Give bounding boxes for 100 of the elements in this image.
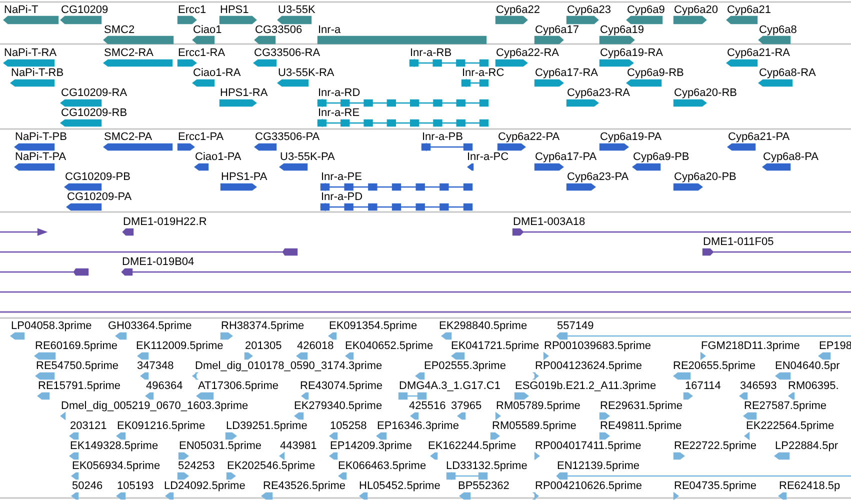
est-label: EN05031.5prime xyxy=(179,440,262,453)
transcript-label: Inr-a-RE xyxy=(318,107,360,120)
gene-label: Cyp6a9 xyxy=(627,4,665,17)
est-label: RE43074.5prime xyxy=(300,380,383,393)
est-label: LP22884.5pr xyxy=(775,440,838,453)
est-label: RP004210626.5prime xyxy=(535,480,642,493)
est-label: HL05452.5prime xyxy=(359,480,440,493)
transcript-label: SMC2-RA xyxy=(104,47,154,60)
est-label: 524253 xyxy=(178,460,215,473)
est-label: RM05789.5prime xyxy=(496,400,580,413)
gene-label: U3-55K xyxy=(278,4,316,17)
gene-label: Inr-a xyxy=(318,24,341,37)
protein-label: SMC2-PA xyxy=(104,131,152,144)
protein-label: Inr-a-PC xyxy=(467,151,509,164)
transcript-label: Cyp6a9-RB xyxy=(627,67,684,80)
est-label: LP04058.3prime xyxy=(11,320,92,333)
gene-label: CG33506 xyxy=(255,24,302,37)
transcript-label: Inr-a-RC xyxy=(462,67,504,80)
est-label: EK279340.5prime xyxy=(294,400,382,413)
gene-label: Cyp6a23 xyxy=(567,4,612,17)
est-label: EK149328.5prime xyxy=(70,440,158,453)
est-label: RP001039683.5prime xyxy=(544,340,652,353)
transcript-label: Ciao1-RA xyxy=(193,67,241,80)
est-label: EK298840.5prime xyxy=(439,320,528,333)
protein-label: CG10209-PA xyxy=(67,191,132,204)
transcript-label: Ercc1-RA xyxy=(178,47,226,60)
gene-label: Cyp6a8 xyxy=(759,24,797,37)
est-label: EK040652.5prime xyxy=(345,340,434,353)
protein-label: Cyp6a19-PA xyxy=(600,131,662,144)
transcript-label: Inr-a-RB xyxy=(410,47,452,60)
est-label: 346593 xyxy=(740,380,777,393)
est-label: EN04640.5pr xyxy=(775,360,840,373)
gene-label: Ercc1 xyxy=(178,4,206,17)
est-label: 105193 xyxy=(117,480,154,493)
est-label: 557149 xyxy=(557,320,594,333)
est-label: 347348 xyxy=(137,360,174,373)
est-label: RE62418.5p xyxy=(779,480,840,493)
est-label: 201305 xyxy=(245,340,282,353)
transcript-label: Cyp6a20-RB xyxy=(674,87,737,100)
gene-label: Cyp6a20 xyxy=(674,4,718,17)
clone-label: DME1-003A18 xyxy=(513,216,586,229)
est-label: EP14209.3prime xyxy=(330,440,412,453)
protein-label: Cyp6a23-PA xyxy=(567,171,629,184)
protein-label: Inr-a-PE xyxy=(321,171,362,184)
est-label: FGM218D11.3prime xyxy=(701,340,800,353)
est-label: RE15791.5prime xyxy=(38,380,121,393)
est-label: 105258 xyxy=(330,420,367,433)
protein-label: Inr-a-PB xyxy=(422,131,463,144)
est-label: 50246 xyxy=(72,480,103,493)
est-label: LD39251.5prime xyxy=(226,420,308,433)
transcript-label: NaPi-T-RA xyxy=(4,47,57,60)
est-label: 203121 xyxy=(70,420,107,433)
est-label: RE43526.5prime xyxy=(263,480,346,493)
transcript-label: Cyp6a22-RA xyxy=(496,47,559,60)
gene-label: HPS1 xyxy=(220,4,249,17)
transcript-label: Inr-a-RD xyxy=(318,87,360,100)
gene-label: Cyp6a17 xyxy=(535,24,580,37)
est-label: EN12139.5prime xyxy=(557,460,640,473)
gene-label: CG10209 xyxy=(61,4,108,17)
est-label: LD33132.5prime xyxy=(446,460,528,473)
est-label: EK112009.5prime xyxy=(136,340,224,353)
clone-label: DME1-019B04 xyxy=(122,256,194,269)
est-label: 425516 xyxy=(409,400,446,413)
est-label: EP16346.3prime xyxy=(377,420,459,433)
est-label: RE22722.5prime xyxy=(674,440,757,453)
transcript-label: Cyp6a8-RA xyxy=(759,67,816,80)
transcript-label: Cyp6a23-RA xyxy=(567,87,630,100)
est-label: DMG4A.3_1.G17.C1 xyxy=(399,380,500,393)
transcript-label: Cyp6a21-RA xyxy=(727,47,790,60)
est-label: Dmel_dig_005219_0670_1603.3prime xyxy=(61,400,248,413)
est-label: RH38374.5prime xyxy=(221,320,304,333)
protein-label: U3-55K-PA xyxy=(280,151,335,164)
est-label: Dmel_dig_010178_0590_3174.3prime xyxy=(195,360,382,373)
clone-label: DME1-011F05 xyxy=(703,236,774,249)
protein-label: Cyp6a20-PB xyxy=(674,171,736,184)
transcript-label: Cyp6a17-RA xyxy=(535,67,598,80)
est-label: RM05589.5prime xyxy=(492,420,576,433)
protein-label: HPS1-PA xyxy=(221,171,268,184)
gene-label: Ciao1 xyxy=(193,24,222,37)
gene-label: Cyp6a19 xyxy=(600,24,644,37)
clone-label: DME1-019H22.R xyxy=(123,216,207,229)
est-label: RP004017411.5prime xyxy=(535,440,642,453)
protein-label: Ciao1-PA xyxy=(195,151,242,164)
protein-label: Cyp6a9-PB xyxy=(633,151,690,164)
protein-label: CG33506-PA xyxy=(255,131,320,144)
est-label: BP552362 xyxy=(458,480,510,493)
est-label: EP02555.3prime xyxy=(424,360,506,373)
est-label: RE27587.5prime xyxy=(744,400,827,413)
est-label: 496364 xyxy=(146,380,183,393)
est-label: EK091354.5prime xyxy=(329,320,418,333)
est-label: LD24092.5prime xyxy=(164,480,246,493)
est-label: GH03364.5prime xyxy=(108,320,192,333)
protein-label: Inr-a-PD xyxy=(321,191,363,204)
est-label: 37965 xyxy=(451,400,482,413)
est-label: EK202546.5prime xyxy=(227,460,316,473)
transcript-label: U3-55K-RA xyxy=(278,67,334,80)
est-label: RE60169.5prime xyxy=(35,340,118,353)
est-label: RE04735.5prime xyxy=(674,480,757,493)
est-label: RE29631.5prime xyxy=(600,400,683,413)
transcript-label: CG33506-RA xyxy=(254,47,320,60)
